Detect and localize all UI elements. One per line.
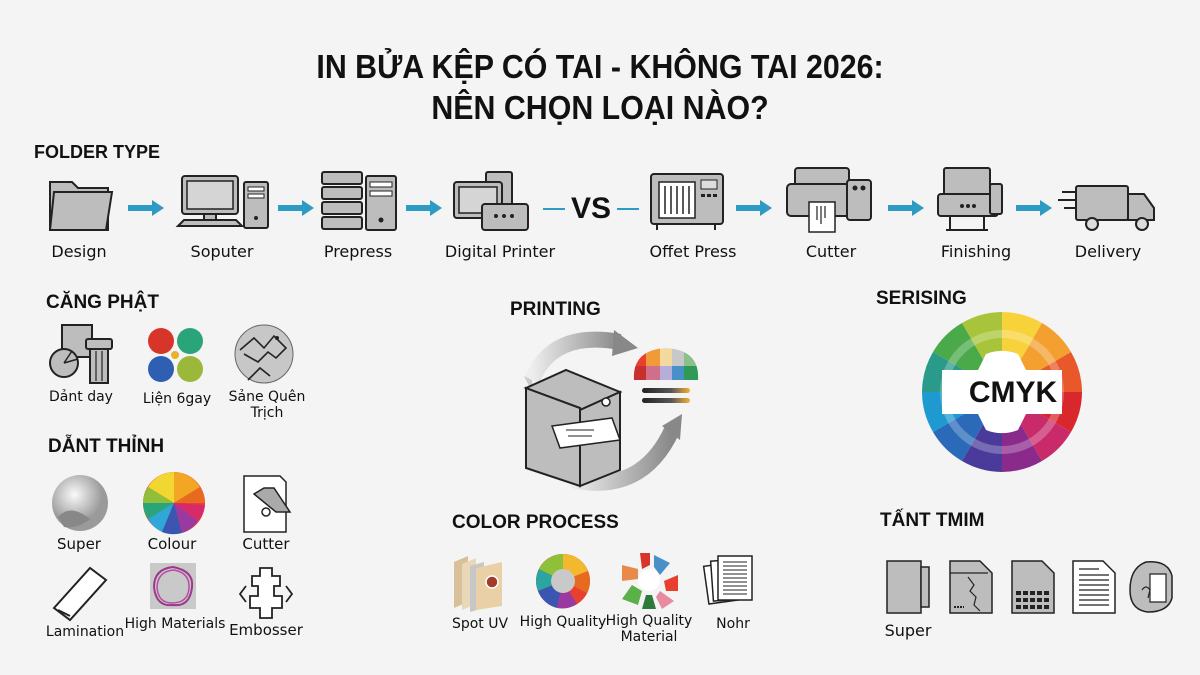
dant-thinh-label-lamination: Lamination: [45, 624, 125, 640]
cracked-document-icon: [949, 560, 993, 614]
flow-arrow-icon: [128, 200, 164, 216]
dant-thinh-label-super: Super: [57, 535, 101, 553]
vs-line-left: [543, 208, 565, 210]
color-process-label-nohr: Nohr: [716, 616, 750, 632]
grid-document-icon: [1011, 560, 1055, 614]
chart-machine-icon: [49, 324, 113, 384]
paper-cutter-icon: [243, 475, 292, 533]
step-label-offset-press: Offet Press: [649, 242, 737, 261]
color-dots-icon: [148, 328, 203, 382]
serising-heading: SERISING: [876, 288, 967, 309]
color-swatch-bulb-icon: [633, 348, 699, 403]
flow-arrow-icon: [278, 200, 314, 216]
cmyk-label: CMYK: [968, 376, 1058, 409]
flow-arrow-icon: [888, 200, 924, 216]
color-burst-icon: [622, 553, 678, 609]
folder-sheet-icon: [886, 560, 930, 614]
lamination-icon: [52, 566, 108, 622]
folder-icon: [48, 181, 114, 231]
spot-uv-sheets-icon: [454, 556, 502, 612]
step-label-soputer: Soputer: [190, 242, 254, 261]
cutter-machine-icon: [786, 167, 872, 233]
cang-phat-label-1: Dảnt day: [49, 389, 113, 405]
gradient-wheel-icon: [536, 554, 590, 609]
color-process-label-spot-uv: Spot UV: [451, 616, 509, 632]
step-label-finishing: Finishing: [940, 242, 1012, 261]
printing-cycle-illustration: [523, 330, 682, 491]
color-process-label-high-quality-material: High Quality Material: [605, 613, 693, 645]
curled-paper-icon: [1129, 561, 1173, 613]
document-stack-icon: [702, 555, 753, 605]
material-ring-icon: [150, 563, 196, 609]
color-wheel-icon: [143, 472, 205, 535]
cang-phat-label-3: Sảne Quên Trịch: [228, 389, 306, 421]
digital-printer-icon: [453, 171, 529, 231]
map-route-icon: [234, 324, 294, 384]
folder-type-heading: FOLDER TYPE: [34, 142, 161, 162]
dant-thinh-label-cutter: Cutter: [242, 535, 290, 553]
offset-press-icon: [650, 173, 724, 230]
step-label-digital-printer: Digital Printer: [444, 242, 556, 261]
tant-tmim-heading: TẤNT TMIM: [880, 510, 985, 531]
dant-thinh-label-colour: Colour: [147, 535, 197, 553]
flow-arrow-icon: [406, 200, 442, 216]
cang-phat-heading: CĂNG PHẬT: [46, 292, 159, 313]
color-process-label-high-quality: High Quality: [519, 614, 607, 630]
vs-label: VS: [571, 192, 612, 225]
finishing-machine-icon: [937, 167, 1003, 231]
dant-thinh-label-high-materials: High Materials: [124, 616, 226, 632]
text-document-icon: [1072, 560, 1116, 614]
step-label-design: Design: [51, 242, 107, 261]
flow-arrow-icon: [736, 200, 772, 216]
color-process-heading: COLOR PROCESS: [452, 512, 619, 533]
page-title: IN BỬA KỆP CÓ TAI - KHÔNG TAI 2026:: [316, 48, 884, 85]
dant-thinh-heading: DẴNT THỈNH: [48, 436, 165, 457]
page-subtitle: NÊN CHỌN LOẠI NÀO?: [431, 89, 769, 126]
step-label-cutter: Cutter: [805, 242, 857, 261]
step-label-delivery: Delivery: [1074, 242, 1142, 261]
computer-icon: [175, 175, 269, 229]
printing-heading: PRINTING: [510, 299, 601, 320]
delivery-truck-icon: [1058, 185, 1155, 231]
cang-phat-label-2: Liện 6gay: [142, 391, 212, 407]
step-label-prepress: Prepress: [323, 242, 393, 261]
vs-line-right: [617, 208, 639, 210]
tant-tmim-label-super: Super: [884, 621, 932, 640]
embosser-icon: [238, 567, 294, 619]
cmyk-color-wheel: [922, 312, 1082, 472]
server-icon: [321, 171, 397, 231]
silver-sphere-icon: [52, 475, 108, 531]
flow-arrow-icon: [1016, 200, 1052, 216]
dant-thinh-label-embosser: Embosser: [229, 621, 303, 639]
